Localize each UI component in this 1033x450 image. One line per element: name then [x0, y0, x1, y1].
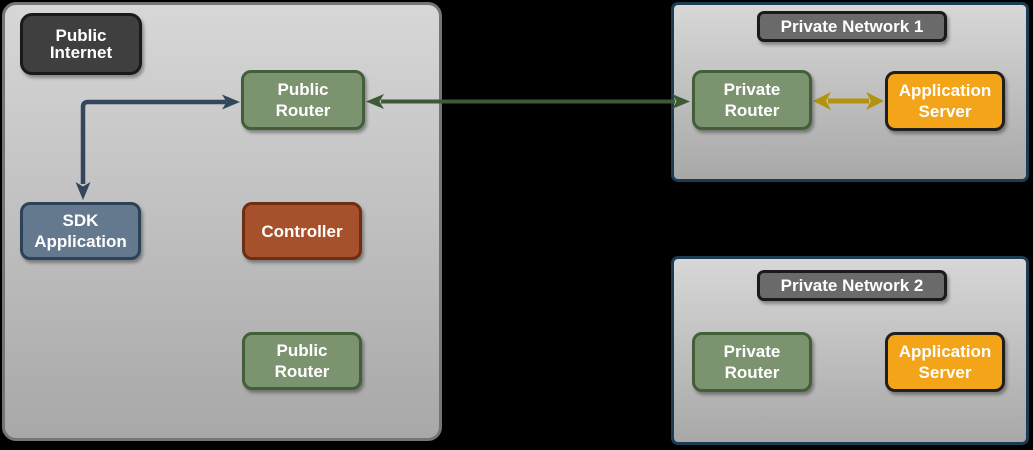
node-application-server-1: Application Server: [885, 71, 1005, 131]
public-internet-label: Public Internet: [20, 13, 142, 75]
node-private-router-1: Private Router: [692, 70, 812, 130]
node-sdk-application: SDK Application: [20, 202, 141, 260]
private-network-1-label: Private Network 1: [757, 11, 947, 42]
node-public-router-bottom: Public Router: [242, 332, 362, 390]
node-private-router-2: Private Router: [692, 332, 812, 392]
node-application-server-2: Application Server: [885, 332, 1005, 392]
node-public-router-top: Public Router: [241, 70, 365, 130]
private-network-2-label: Private Network 2: [757, 270, 947, 301]
node-controller: Controller: [242, 202, 362, 260]
